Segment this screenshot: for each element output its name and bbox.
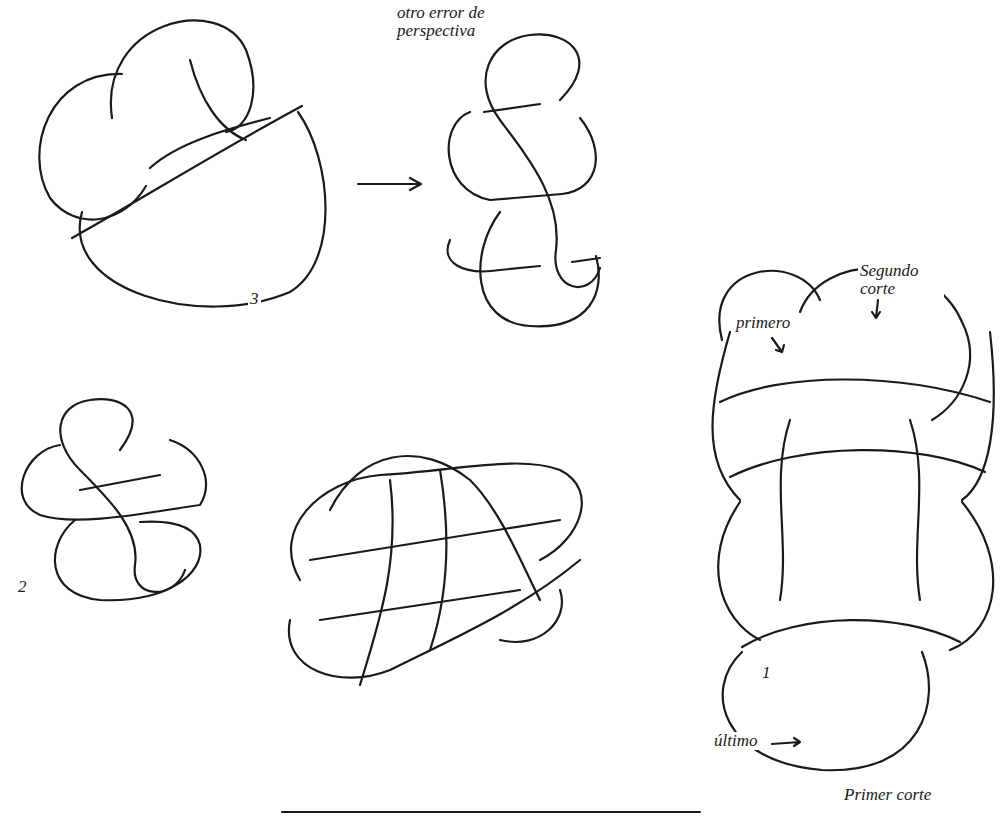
cut-label: primero	[734, 314, 792, 332]
cut-label: último	[712, 732, 759, 750]
figure-number: 2	[16, 578, 29, 596]
figure-number: 1	[760, 664, 773, 682]
note-text: otro error de perspectiva	[395, 4, 509, 40]
cut-label: Primer corte	[842, 786, 933, 804]
figure-number: 3	[248, 290, 261, 308]
cut-label: Segundo corte	[858, 262, 944, 298]
